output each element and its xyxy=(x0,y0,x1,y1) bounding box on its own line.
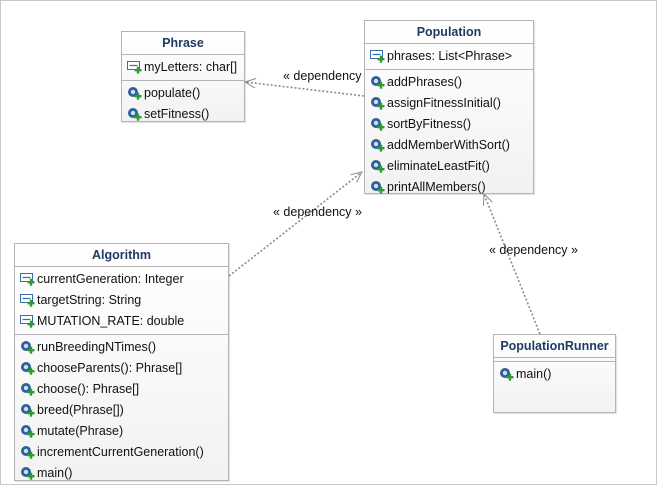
method-icon xyxy=(20,340,35,355)
operation-item[interactable]: chooseParents(): Phrase[] xyxy=(15,358,228,379)
dependency-label-algorithm-population: « dependency » xyxy=(273,205,362,219)
attribute-item[interactable]: MUTATION_RATE: double xyxy=(15,311,228,332)
attribute-item[interactable]: targetString: String xyxy=(15,290,228,311)
operation-item[interactable]: breed(Phrase[]) xyxy=(15,400,228,421)
operation-item[interactable]: sortByFitness() xyxy=(365,114,533,135)
method-icon xyxy=(370,75,385,90)
operation-item[interactable]: setFitness() xyxy=(122,104,244,125)
operation-item[interactable]: mutate(Phrase) xyxy=(15,421,228,442)
attribute-label: MUTATION_RATE: double xyxy=(37,314,185,328)
method-icon xyxy=(127,86,142,101)
method-icon xyxy=(499,367,514,382)
method-icon xyxy=(370,180,385,195)
class-algorithm[interactable]: Algorithm currentGeneration: Integer tar… xyxy=(14,243,229,481)
attribute-compartment: myLetters: char[] xyxy=(122,55,244,80)
class-name: PopulationRunner xyxy=(494,335,615,358)
method-icon xyxy=(370,138,385,153)
operation-compartment: runBreedingNTimes() chooseParents(): Phr… xyxy=(15,334,228,486)
class-population-runner[interactable]: PopulationRunner main() xyxy=(493,334,616,413)
method-icon xyxy=(20,361,35,376)
class-phrase[interactable]: Phrase myLetters: char[] populate() setF… xyxy=(121,31,245,122)
class-name: Phrase xyxy=(122,32,244,55)
operation-item[interactable]: main() xyxy=(15,463,228,484)
method-icon xyxy=(370,159,385,174)
operation-label: choose(): Phrase[] xyxy=(37,382,140,396)
operation-compartment: populate() setFitness() xyxy=(122,80,244,127)
operation-label: populate() xyxy=(144,86,201,100)
field-icon xyxy=(370,49,385,64)
operation-item[interactable]: populate() xyxy=(122,83,244,104)
operation-label: mutate(Phrase) xyxy=(37,424,124,438)
operation-compartment: main() xyxy=(494,361,615,387)
attribute-item[interactable]: myLetters: char[] xyxy=(122,57,244,78)
operation-label: runBreedingNTimes() xyxy=(37,340,157,354)
operation-item[interactable]: runBreedingNTimes() xyxy=(15,337,228,358)
method-icon xyxy=(370,117,385,132)
attribute-compartment: currentGeneration: Integer targetString:… xyxy=(15,267,228,334)
method-icon xyxy=(20,403,35,418)
attribute-item[interactable]: currentGeneration: Integer xyxy=(15,269,228,290)
operation-item[interactable]: printAllMembers() xyxy=(365,177,533,198)
operation-label: incrementCurrentGeneration() xyxy=(37,445,204,459)
operation-label: main() xyxy=(516,367,552,381)
field-icon xyxy=(127,60,142,75)
operation-label: assignFitnessInitial() xyxy=(387,96,501,110)
operation-compartment: addPhrases() assignFitnessInitial() sort… xyxy=(365,69,533,200)
operation-label: addMemberWithSort() xyxy=(387,138,510,152)
operation-label: main() xyxy=(37,466,73,480)
method-icon xyxy=(20,445,35,460)
operation-label: addPhrases() xyxy=(387,75,463,89)
dependency-label-population-phrase: « dependency » xyxy=(283,69,372,83)
attribute-label: phrases: List<Phrase> xyxy=(387,49,513,63)
class-name: Population xyxy=(365,21,533,44)
operation-label: chooseParents(): Phrase[] xyxy=(37,361,183,375)
attribute-compartment: phrases: List<Phrase> xyxy=(365,44,533,69)
method-icon xyxy=(20,382,35,397)
operation-item[interactable]: choose(): Phrase[] xyxy=(15,379,228,400)
field-icon xyxy=(20,272,35,287)
field-icon xyxy=(20,293,35,308)
class-name: Algorithm xyxy=(15,244,228,267)
operation-label: eliminateLeastFit() xyxy=(387,159,490,173)
dependency-edge-runner-population xyxy=(484,194,541,335)
attribute-label: targetString: String xyxy=(37,293,142,307)
operation-item[interactable]: assignFitnessInitial() xyxy=(365,93,533,114)
attribute-label: currentGeneration: Integer xyxy=(37,272,184,286)
dependency-edge-population-phrase xyxy=(245,82,365,97)
operation-label: breed(Phrase[]) xyxy=(37,403,124,417)
method-icon xyxy=(20,466,35,481)
attribute-label: myLetters: char[] xyxy=(144,60,238,74)
operation-item[interactable]: addMemberWithSort() xyxy=(365,135,533,156)
operation-label: sortByFitness() xyxy=(387,117,472,131)
operation-item[interactable]: incrementCurrentGeneration() xyxy=(15,442,228,463)
method-icon xyxy=(370,96,385,111)
operation-item[interactable]: addPhrases() xyxy=(365,72,533,93)
method-icon xyxy=(127,107,142,122)
operation-item[interactable]: eliminateLeastFit() xyxy=(365,156,533,177)
operation-label: setFitness() xyxy=(144,107,210,121)
dependency-label-runner-population: « dependency » xyxy=(489,243,578,257)
attribute-item[interactable]: phrases: List<Phrase> xyxy=(365,46,533,67)
operation-item[interactable]: main() xyxy=(494,364,615,385)
field-icon xyxy=(20,314,35,329)
dependency-edge-algorithm-population xyxy=(228,172,362,277)
class-population[interactable]: Population phrases: List<Phrase> addPhra… xyxy=(364,20,534,194)
operation-label: printAllMembers() xyxy=(387,180,486,194)
method-icon xyxy=(20,424,35,439)
